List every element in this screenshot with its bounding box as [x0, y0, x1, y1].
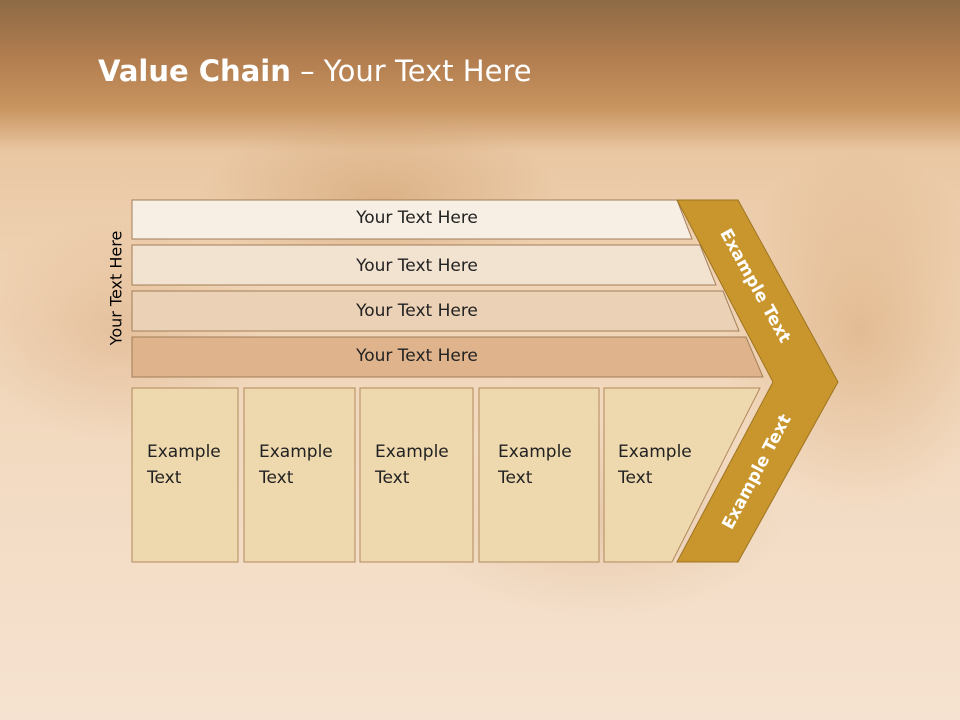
box-text-3-line1: Example: [375, 442, 449, 462]
box-text-5-line2: Text: [618, 468, 653, 488]
band-3[interactable]: [131, 290, 740, 332]
box-text-4-line2: Text: [498, 468, 533, 488]
box-text-4-line1: Example: [498, 442, 572, 462]
title-bold: Value Chain: [98, 54, 291, 88]
band-label-4: Your Text Here: [356, 346, 478, 366]
slide-title: Value Chain – Your Text Here: [98, 54, 532, 88]
band-4[interactable]: [131, 336, 764, 378]
box-text-5-line1: Example: [618, 442, 692, 462]
box-text-1-line1: Example: [147, 442, 221, 462]
chevron-arrow[interactable]: [676, 199, 839, 563]
box-text-2-line1: Example: [259, 442, 333, 462]
band-label-1: Your Text Here: [356, 208, 478, 228]
box-text-2-line2: Text: [259, 468, 294, 488]
box-2[interactable]: [243, 387, 356, 563]
box-5[interactable]: [603, 387, 761, 563]
band-2[interactable]: [131, 244, 717, 286]
band-label-2: Your Text Here: [356, 256, 478, 276]
box-3[interactable]: [359, 387, 474, 563]
band-label-3: Your Text Here: [356, 301, 478, 321]
box-text-3-line2: Text: [375, 468, 410, 488]
box-text-1-line2: Text: [147, 468, 182, 488]
box-1[interactable]: [131, 387, 239, 563]
box-4[interactable]: [478, 387, 600, 563]
title-rest: – Your Text Here: [290, 54, 532, 88]
band-1[interactable]: [131, 199, 693, 240]
